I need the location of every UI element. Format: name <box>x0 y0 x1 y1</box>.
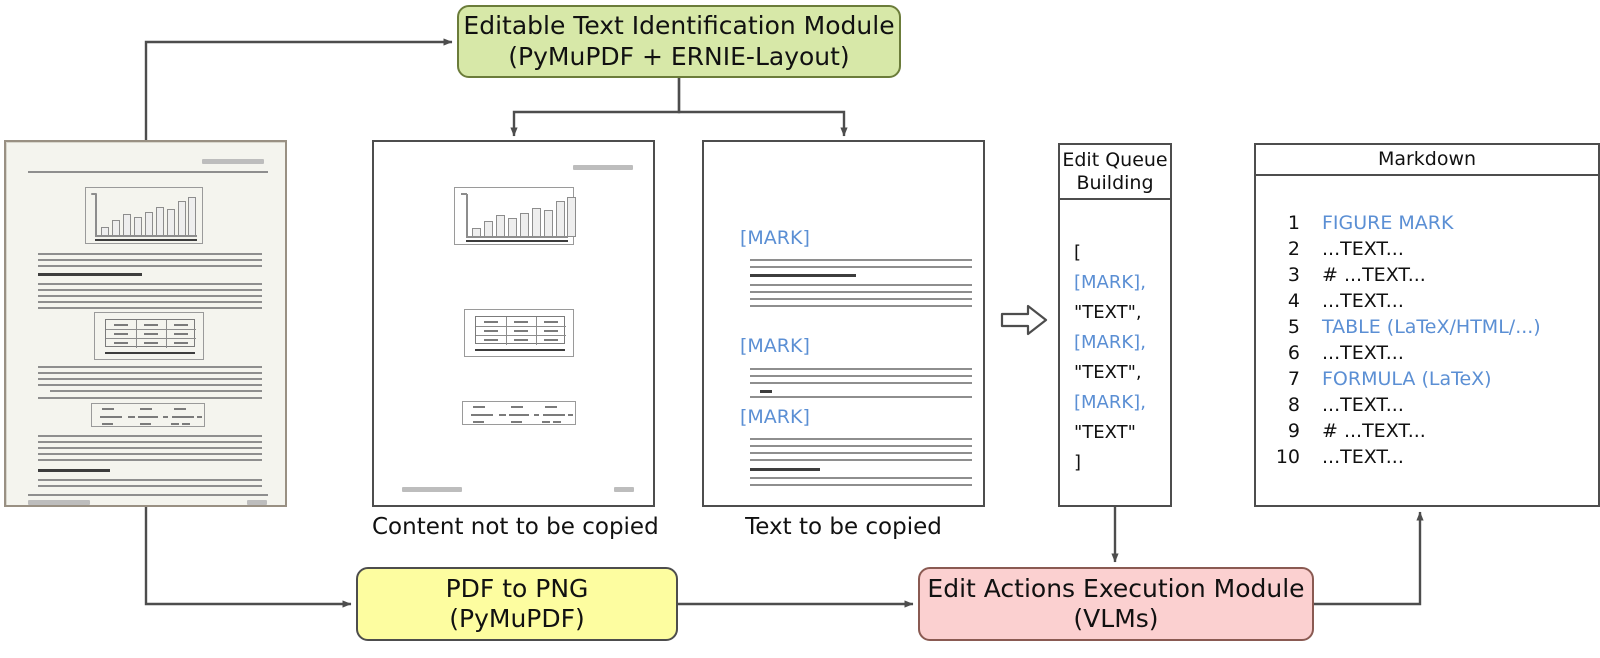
doc-rule <box>28 171 268 173</box>
markdown-line-number: 3 <box>1287 264 1300 286</box>
doc-formula-frame <box>91 403 205 427</box>
markdown-line-text: # ...TEXT... <box>1322 264 1426 286</box>
markdown-header: Markdown <box>1254 143 1600 176</box>
source-pdf-page[interactable] <box>4 140 287 507</box>
markdown-line-row: 4 ...TEXT... <box>1254 288 1600 314</box>
edit-queue-item: [MARK], <box>1074 272 1146 293</box>
doc-figure-frame <box>85 187 203 244</box>
mark-label-1: [MARK] <box>740 227 810 249</box>
edit-actions-title: Edit Actions Execution Module <box>927 573 1305 603</box>
markdown-line-row: 8 ...TEXT... <box>1254 392 1600 418</box>
mark-label-2: [MARK] <box>740 335 810 357</box>
edit-queue-list: [ [MARK], "TEXT", [MARK], "TEXT", [MARK], "TEX… <box>1074 238 1146 478</box>
doc-formula-frame <box>462 401 576 425</box>
edit-actions-subtitle: (VLMs) <box>1073 604 1159 633</box>
markdown-line-number: 2 <box>1287 238 1300 260</box>
markdown-line-text: ...TEXT... <box>1322 446 1404 468</box>
markdown-line-number: 9 <box>1287 420 1300 442</box>
markdown-line-text: FIGURE MARK <box>1322 212 1454 234</box>
markdown-line-row: 7 FORMULA (LaTeX) <box>1254 366 1600 392</box>
markdown-line-text: ...TEXT... <box>1322 342 1404 364</box>
block-arrow-icon <box>1000 304 1048 336</box>
markdown-line-text: ...TEXT... <box>1322 238 1404 260</box>
markdown-line-row: 9 # ...TEXT... <box>1254 418 1600 444</box>
markdown-line-row: 5 TABLE (LaTeX/HTML/...) <box>1254 314 1600 340</box>
markdown-line-text: TABLE (LaTeX/HTML/...) <box>1322 316 1541 338</box>
editable-text-identification-module[interactable]: Editable Text Identification Module (PyM… <box>457 5 901 78</box>
markdown-line-row: 10 ...TEXT... <box>1254 444 1600 470</box>
markdown-line-text: FORMULA (LaTeX) <box>1322 368 1492 390</box>
markdown-line-row: 2 ...TEXT... <box>1254 236 1600 262</box>
doc-header-stub <box>202 159 264 164</box>
content-not-copied-page[interactable] <box>372 140 655 507</box>
markdown-line-number: 10 <box>1275 446 1300 468</box>
wire-editable-to-copy <box>677 78 848 137</box>
edit-queue-item: "TEXT", <box>1074 302 1142 323</box>
markdown-line-text: ...TEXT... <box>1322 290 1404 312</box>
editable-module-title: Editable Text Identification Module <box>463 11 895 40</box>
markdown-body <box>1254 176 1600 507</box>
markdown-line-row: 1 FIGURE MARK <box>1254 210 1600 236</box>
edit-queue-item: [MARK], <box>1074 392 1146 413</box>
markdown-line-number: 7 <box>1287 368 1300 390</box>
doc-figure-frame <box>454 187 576 245</box>
markdown-line-number: 1 <box>1287 212 1300 234</box>
pdf-to-png-title: PDF to PNG <box>445 573 589 603</box>
doc-footer-stub-right <box>247 500 267 505</box>
doc-footer-stub-left <box>28 500 90 505</box>
doc-header-stub <box>573 165 633 170</box>
markdown-line-row: 3 # ...TEXT... <box>1254 262 1600 288</box>
pdf-to-png-module[interactable]: PDF to PNG (PyMuPDF) <box>356 567 678 641</box>
doc-footer-stub-right <box>614 487 634 492</box>
wire-source-to-editable <box>144 38 453 140</box>
editable-module-subtitle: (PyMuPDF + ERNIE-Layout) <box>508 41 850 71</box>
edit-queue-item: "TEXT" <box>1074 422 1136 443</box>
edit-queue-item: [MARK], <box>1074 332 1146 353</box>
markdown-line-number: 5 <box>1287 316 1300 338</box>
mark-label-3: [MARK] <box>740 406 810 428</box>
edit-queue-header: Edit Queue Building <box>1058 143 1172 200</box>
edit-queue-title-line1: Edit Queue <box>1062 149 1168 172</box>
pdf-to-png-subtitle: (PyMuPDF) <box>449 604 585 633</box>
markdown-line-number: 8 <box>1287 394 1300 416</box>
text-to-be-copied-page[interactable]: [MARK] [MARK] [MARK] <box>702 140 985 507</box>
markdown-line-number: 6 <box>1287 342 1300 364</box>
doc-table-frame <box>464 309 574 357</box>
doc-footer-stub-left <box>402 487 462 492</box>
wire-vlm-to-markdown <box>1314 511 1424 606</box>
wire-source-to-pdf2png <box>144 507 352 608</box>
markdown-line-row: 6 ...TEXT... <box>1254 340 1600 366</box>
wire-editable-to-nocopy <box>510 78 681 137</box>
edit-actions-execution-module[interactable]: Edit Actions Execution Module (VLMs) <box>918 567 1314 641</box>
edit-queue-item: ] <box>1074 452 1082 473</box>
edit-queue-body <box>1058 200 1172 507</box>
markdown-line-text: ...TEXT... <box>1322 394 1404 416</box>
edit-queue-item: [ <box>1074 242 1082 263</box>
markdown-title: Markdown <box>1377 148 1477 171</box>
edit-queue-title-line2: Building <box>1076 171 1154 194</box>
caption-text-to-be-copied: Text to be copied <box>745 514 942 540</box>
markdown-line-list: 1 FIGURE MARK 2 ...TEXT... 3 # ...TEXT... 4...… <box>1254 210 1600 470</box>
edit-queue-item: "TEXT", <box>1074 362 1142 383</box>
markdown-line-text: # ...TEXT... <box>1322 420 1426 442</box>
doc-table-frame <box>94 312 204 360</box>
caption-content-not-copied: Content not to be copied <box>372 514 659 540</box>
markdown-line-number: 4 <box>1287 290 1300 312</box>
